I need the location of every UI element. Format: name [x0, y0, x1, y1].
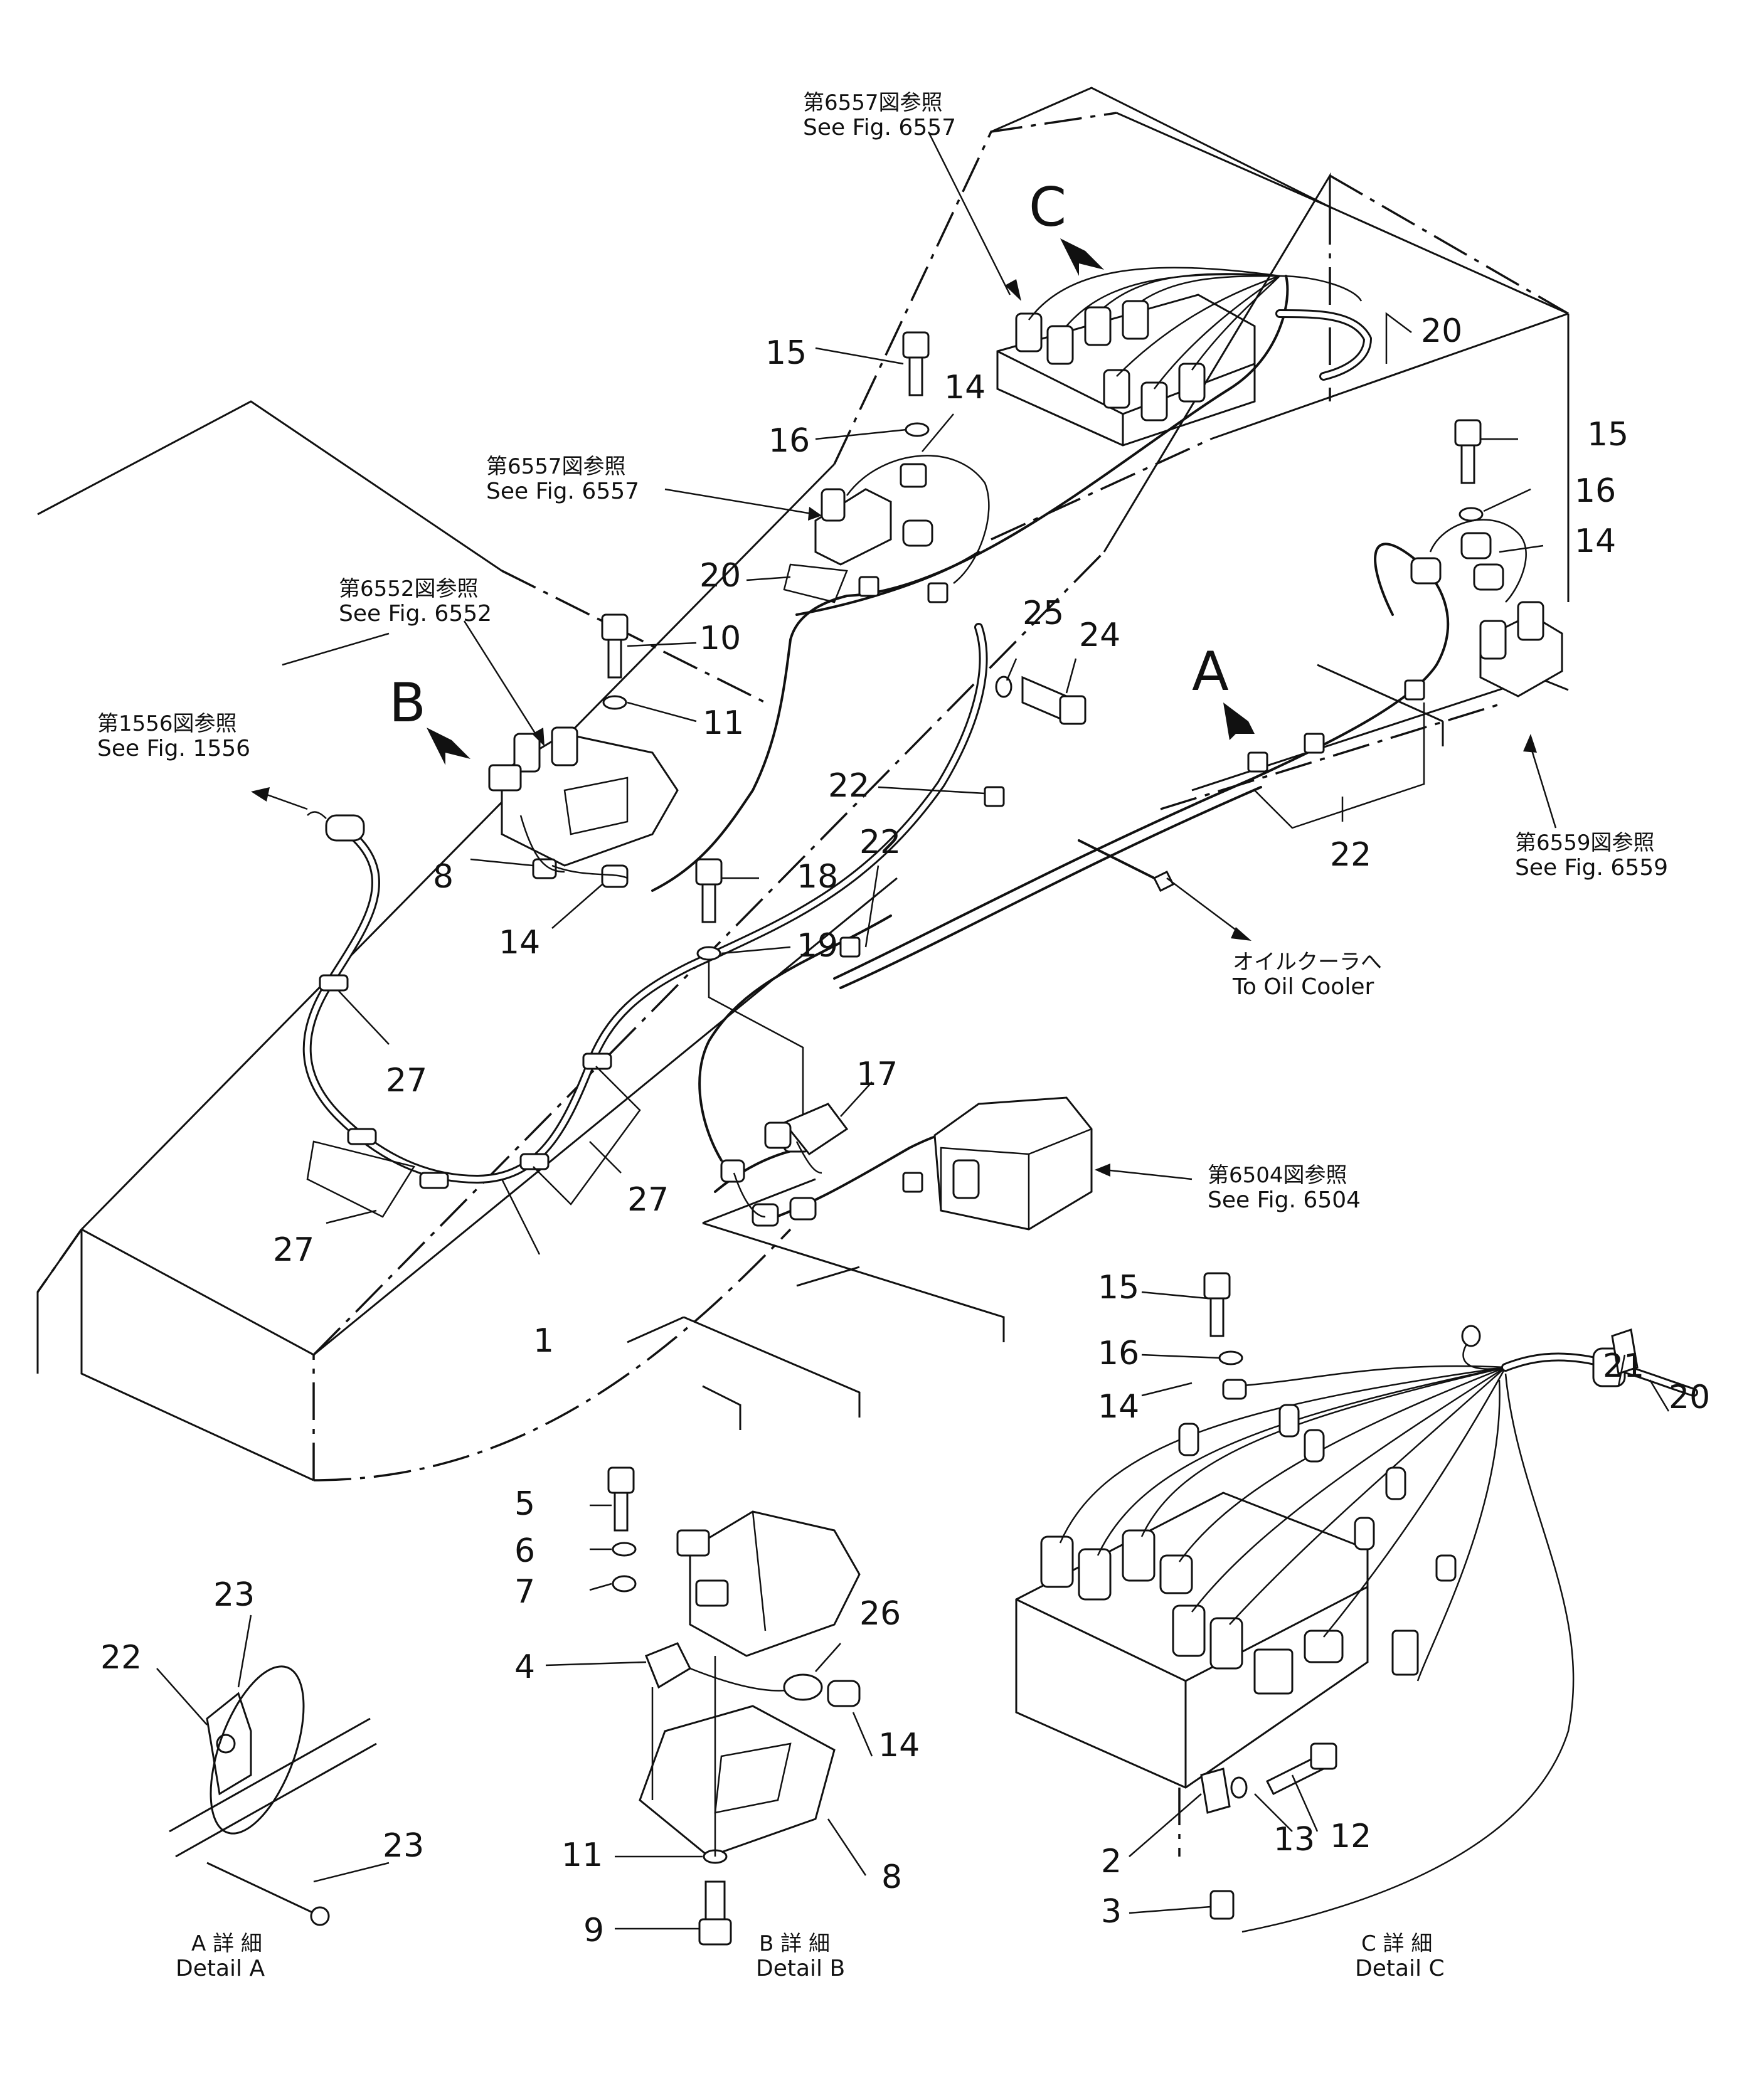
- part-label-22: 22: [828, 767, 869, 805]
- detail-a-caption-jp: A 詳 細: [191, 1931, 262, 1956]
- part-label-27: 27: [273, 1231, 314, 1269]
- oil-cooler-en: To Oil Cooler: [1232, 974, 1374, 1000]
- detail-captions: A 詳 細 Detail A B 詳 細 Detail B C 詳 細 Deta…: [176, 1931, 1445, 1981]
- part-label-15: 15: [765, 334, 807, 372]
- detail-c-assembly: [1015, 1325, 1698, 1933]
- part-label-17: 17: [856, 1056, 898, 1093]
- part-label-14: 14: [1575, 522, 1616, 560]
- part-label-20: 20: [1421, 312, 1462, 350]
- part-label-22: 22: [1330, 836, 1371, 874]
- part-label-15: 15: [1098, 1269, 1139, 1307]
- detail-marker-b: B: [389, 672, 426, 734]
- part-label-16: 16: [768, 422, 810, 460]
- part-label-14: 14: [1098, 1388, 1139, 1426]
- part-label-16: 16: [1575, 472, 1616, 510]
- ref-1556-en: See Fig. 1556: [97, 736, 250, 761]
- part-label-22: 22: [859, 824, 901, 861]
- part-label-1: 1: [533, 1322, 554, 1360]
- part-label-20: 20: [699, 557, 741, 595]
- part-label-19: 19: [797, 927, 838, 965]
- detail-a-assembly: [169, 1665, 377, 1926]
- part-label-22: 22: [100, 1639, 142, 1677]
- ref-6552-jp: 第6552図参照: [339, 576, 479, 602]
- ref-6557-top-en: See Fig. 6557: [803, 115, 956, 140]
- part-label-7: 7: [514, 1573, 535, 1611]
- ref-6504-jp: 第6504図参照: [1208, 1163, 1347, 1188]
- part-label-14: 14: [499, 924, 540, 962]
- part-label-20: 20: [1669, 1379, 1710, 1416]
- part-label-18: 18: [797, 858, 838, 896]
- ref-1556-jp: 第1556図参照: [97, 711, 237, 736]
- part-label-12: 12: [1330, 1818, 1371, 1855]
- part-label-8: 8: [433, 858, 454, 896]
- top-valve-block: [996, 267, 1372, 447]
- detail-b-assembly: [607, 1466, 861, 1946]
- part-label-6: 6: [514, 1532, 535, 1570]
- detail-c-caption-jp: C 詳 細: [1361, 1931, 1432, 1956]
- part-number-labels: C B A 15 14 16 20 15 16 14 20 25 24 10 1…: [100, 176, 1710, 1949]
- part-label-5: 5: [514, 1485, 535, 1523]
- ref-6557-mid-jp: 第6557図参照: [486, 454, 626, 479]
- detail-marker-a: A: [1192, 640, 1229, 703]
- mid-valve: [814, 455, 990, 584]
- detail-marker-c: C: [1029, 176, 1066, 239]
- oil-cooler-jp: オイルクーラへ: [1233, 950, 1382, 975]
- ref-6504-en: See Fig. 6504: [1208, 1187, 1361, 1213]
- part-label-15: 15: [1587, 416, 1629, 453]
- leader-lines: [156, 131, 1670, 1930]
- detail-a-caption-en: Detail A: [176, 1956, 265, 1981]
- part-label-11: 11: [561, 1837, 603, 1874]
- part-label-27: 27: [627, 1181, 669, 1219]
- ref-6559-en: See Fig. 6559: [1515, 855, 1668, 881]
- detail-b-caption-jp: B 詳 細: [759, 1931, 830, 1956]
- ref-6557-top-jp: 第6557図参照: [803, 90, 943, 115]
- left-valve-b: [488, 726, 679, 888]
- part-label-21: 21: [1603, 1347, 1644, 1385]
- part-label-26: 26: [859, 1595, 901, 1633]
- part-label-14: 14: [878, 1727, 920, 1764]
- part-label-10: 10: [699, 620, 741, 657]
- part-label-14: 14: [944, 369, 986, 406]
- part-label-23: 23: [213, 1576, 255, 1614]
- valve-6504: [720, 1096, 1093, 1231]
- part-label-25: 25: [1023, 595, 1064, 632]
- ref-6552-en: See Fig. 6552: [339, 601, 492, 627]
- part-label-4: 4: [514, 1648, 535, 1686]
- part-label-23: 23: [383, 1827, 424, 1865]
- part-label-13: 13: [1273, 1821, 1315, 1858]
- detail-b-caption-en: Detail B: [756, 1956, 845, 1981]
- detail-c-caption-en: Detail C: [1355, 1956, 1445, 1981]
- part-label-24: 24: [1079, 617, 1120, 654]
- right-valve: [1410, 519, 1563, 697]
- part-label-11: 11: [703, 704, 744, 742]
- machine-frame-outline: [36, 87, 1570, 1481]
- part-label-27: 27: [386, 1062, 427, 1100]
- ref-6559-jp: 第6559図参照: [1515, 830, 1655, 856]
- figure-references: 第6557図参照 See Fig. 6557 第6557図参照 See Fig.…: [97, 90, 1668, 1213]
- part-label-9: 9: [583, 1912, 604, 1949]
- part-label-2: 2: [1101, 1843, 1122, 1880]
- part-label-8: 8: [881, 1858, 902, 1896]
- ref-6557-mid-en: See Fig. 6557: [486, 479, 639, 504]
- main-harness-route: [302, 275, 1450, 1224]
- part-label-16: 16: [1098, 1335, 1139, 1372]
- part-label-3: 3: [1101, 1893, 1122, 1931]
